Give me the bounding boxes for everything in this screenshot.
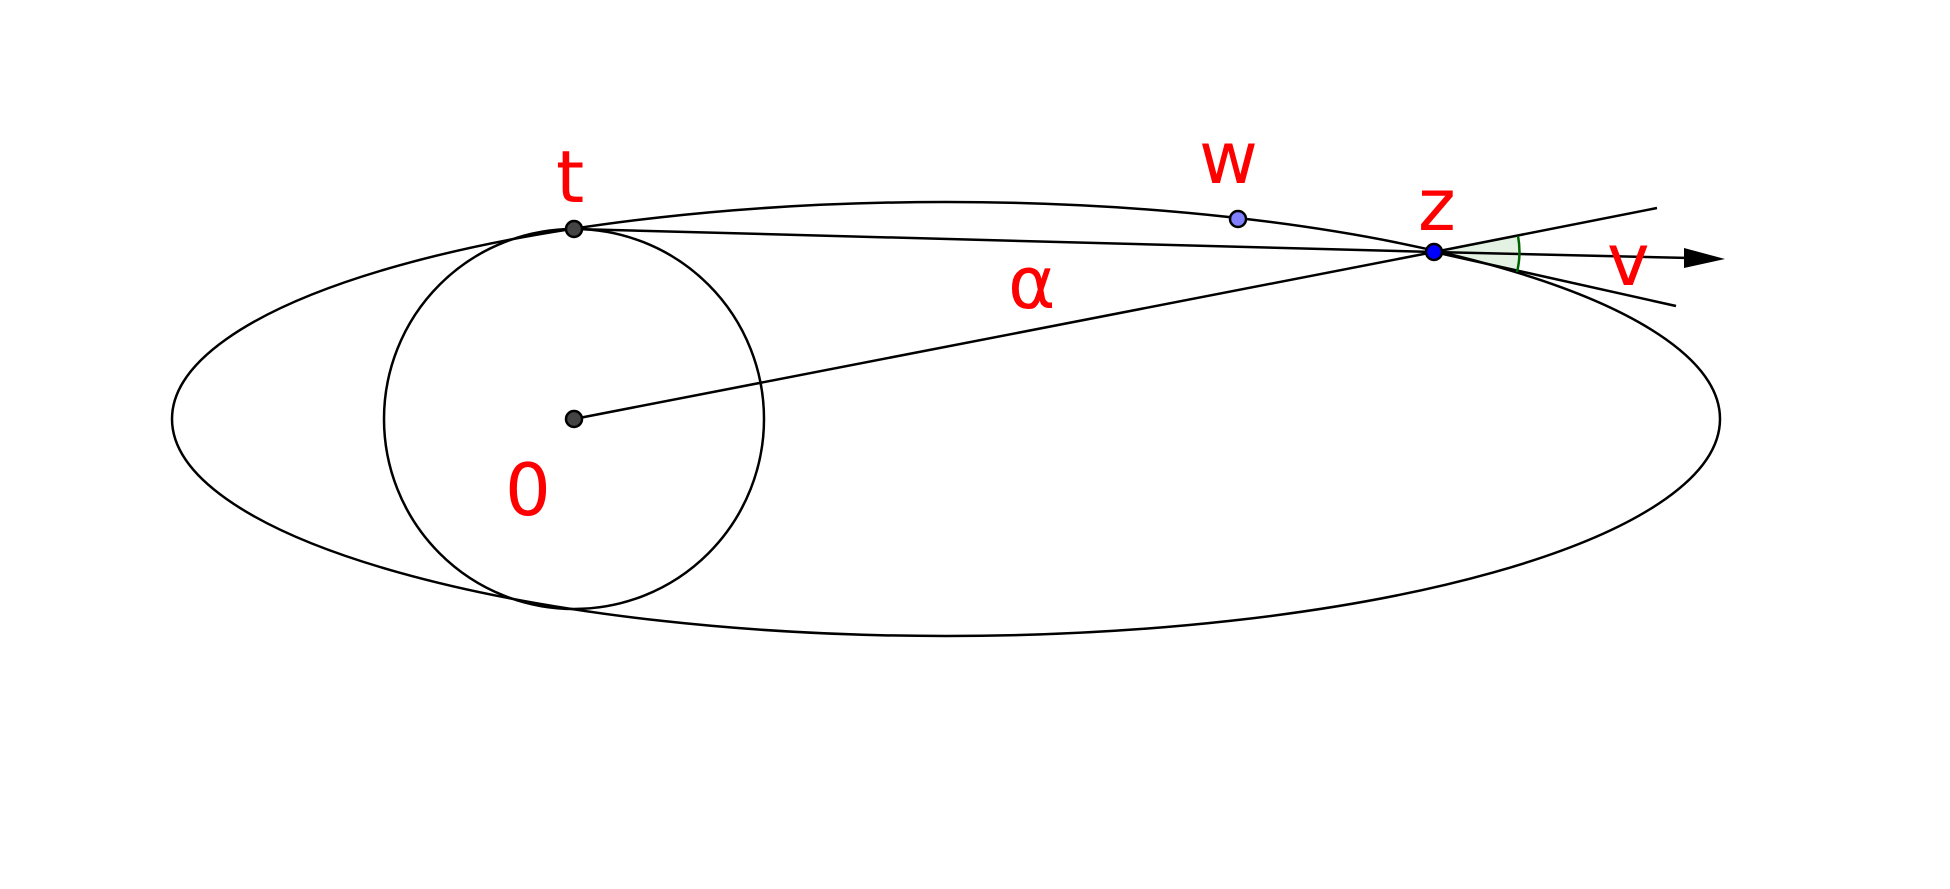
velocity-vector-shaft: [1433, 250, 1691, 260]
point-t: [564, 219, 584, 239]
segment-t-z: [573, 227, 1435, 254]
label-t: t: [556, 135, 584, 219]
segment-o-z: [573, 250, 1435, 421]
line-upper-through-z: [1433, 206, 1658, 254]
velocity-vector-arrowhead: [1684, 248, 1725, 268]
label-w: w: [1199, 116, 1258, 200]
label-v: v: [1607, 218, 1650, 302]
point-o: [564, 409, 584, 429]
point-z: [1424, 242, 1444, 262]
label-o: 0: [505, 448, 551, 532]
label-alpha: α: [1008, 241, 1055, 325]
orbit-ellipse: [170, 200, 1722, 638]
point-w: [1228, 209, 1248, 229]
angle-arc: [1515, 235, 1521, 273]
tangent-line-at-z: [1433, 250, 1677, 308]
label-z: z: [1418, 163, 1456, 247]
